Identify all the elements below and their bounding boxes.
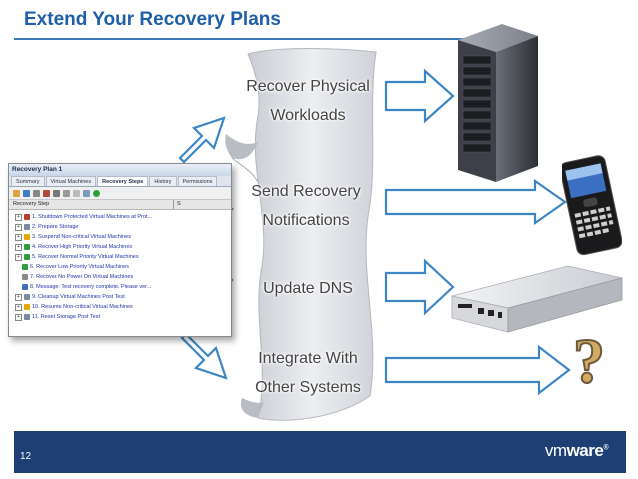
- expand-toggle-icon[interactable]: +: [15, 213, 22, 221]
- expand-toggle-icon[interactable]: +: [15, 223, 22, 231]
- outgoing-arrow-other-systems: [384, 344, 571, 396]
- title-rule: [14, 38, 474, 40]
- blackberry-phone-icon: [562, 155, 622, 256]
- step-label: 3. Suspend Non-critical Virtual Machines: [32, 234, 131, 240]
- step-row[interactable]: 7. Recover No Power On Virtual Machines: [9, 272, 231, 282]
- step-label: 5. Recover Normal Priority Virtual Machi…: [32, 254, 139, 260]
- expand-toggle-icon[interactable]: +: [15, 303, 22, 311]
- step-icon: [22, 264, 28, 270]
- expand-toggle-icon[interactable]: [15, 275, 20, 280]
- page-number: 12: [20, 451, 32, 462]
- step-row[interactable]: 8. Message: Test recovery complete. Plea…: [9, 282, 231, 292]
- scroll-icon: [225, 48, 377, 421]
- step-row[interactable]: +9. Cleanup Virtual Machines Post Test: [9, 292, 231, 302]
- step-label: 10. Resume Non-critical Virtual Machines: [32, 304, 133, 310]
- outgoing-arrow-server: [384, 68, 455, 124]
- step-row[interactable]: +5. Recover Normal Priority Virtual Mach…: [9, 252, 231, 262]
- reprotect-icon[interactable]: [53, 189, 60, 197]
- label-send-line2: Notifications: [262, 212, 350, 229]
- step-row[interactable]: +3. Suspend Non-critical Virtual Machine…: [9, 232, 231, 242]
- column-header-status: S: [177, 201, 181, 207]
- label-integrate-line2: Other Systems: [255, 379, 361, 396]
- cleanup-icon[interactable]: [33, 189, 40, 197]
- step-label: 11. Reset Storage Post Test: [32, 314, 100, 320]
- edit-icon[interactable]: [13, 189, 20, 197]
- outgoing-arrow-appliance: [384, 258, 455, 316]
- export-icon[interactable]: [83, 189, 90, 197]
- step-icon: [24, 314, 30, 320]
- step-icon: [22, 274, 28, 280]
- logo-vm: vm: [544, 441, 567, 460]
- label-send-line1: Send Recovery: [251, 183, 361, 200]
- tab-history[interactable]: History: [149, 176, 177, 186]
- step-label: 8. Message: Test recovery complete. Plea…: [30, 284, 152, 290]
- step-icon: [24, 294, 30, 300]
- step-label: 1. Shutdown Protected Virtual Machines a…: [32, 214, 153, 220]
- step-label: 6. Recover Low Priority Virtual Machines: [30, 264, 129, 270]
- column-separator: [173, 200, 174, 209]
- step-icon: [24, 224, 30, 230]
- step-row[interactable]: +4. Recover High Priority Virtual Machin…: [9, 242, 231, 252]
- label-update-dns: Update DNS: [263, 280, 353, 297]
- recovery-plan-window: Recovery Plan 1 Summary Virtual Machines…: [8, 163, 232, 337]
- label-recover-line1: Recover Physical: [246, 78, 370, 95]
- expand-toggle-icon[interactable]: +: [15, 313, 22, 321]
- expand-toggle-icon[interactable]: +: [15, 243, 22, 251]
- incoming-arrow-down: [180, 332, 228, 380]
- tab-permissions[interactable]: Permissions: [177, 176, 218, 186]
- test-icon[interactable]: [23, 189, 30, 197]
- label-recover-line2: Workloads: [270, 107, 346, 124]
- slide-title: Extend Your Recovery Plans: [24, 9, 281, 30]
- label-recover-physical-workloads: Recover Physical Workloads: [228, 74, 388, 129]
- column-header[interactable]: Recovery Step S: [9, 200, 231, 210]
- window-title: Recovery Plan 1: [9, 164, 231, 176]
- tab-summary[interactable]: Summary: [11, 176, 45, 186]
- recovery-steps-list: +1. Shutdown Protected Virtual Machines …: [9, 210, 231, 336]
- expand-toggle-icon[interactable]: [15, 285, 20, 290]
- step-icon: [24, 304, 30, 310]
- recovery-icon[interactable]: [43, 189, 50, 197]
- step-icon: [24, 214, 30, 220]
- logo-ware: ware: [566, 441, 604, 460]
- tab-bar: Summary Virtual Machines Recovery Steps …: [9, 176, 231, 187]
- step-icon: [22, 284, 28, 290]
- cancel-icon[interactable]: [63, 189, 70, 197]
- pause-icon[interactable]: [73, 189, 80, 197]
- question-mark-icon: ?: [572, 325, 606, 397]
- expand-toggle-icon[interactable]: [15, 265, 20, 270]
- step-row[interactable]: +1. Shutdown Protected Virtual Machines …: [9, 212, 231, 222]
- label-integrate-other-systems: Integrate With Other Systems: [228, 346, 388, 401]
- footer-bar: [14, 431, 626, 473]
- expand-toggle-icon[interactable]: +: [15, 253, 22, 261]
- run-icon[interactable]: [93, 189, 100, 197]
- label-send-recovery-notifications: Send Recovery Notifications: [226, 179, 386, 234]
- step-icon: [24, 254, 30, 260]
- column-header-recovery-step: Recovery Step: [13, 201, 50, 207]
- tab-virtual-machines[interactable]: Virtual Machines: [45, 176, 97, 186]
- incoming-arrow-up: [178, 116, 226, 164]
- expand-toggle-icon[interactable]: +: [15, 233, 22, 241]
- step-label: 2. Prepare Storage: [32, 224, 79, 230]
- tab-recovery-steps[interactable]: Recovery Steps: [97, 176, 149, 186]
- step-label: 9. Cleanup Virtual Machines Post Test: [32, 294, 125, 300]
- step-label: 7. Recover No Power On Virtual Machines: [30, 274, 134, 280]
- step-icon: [24, 244, 30, 250]
- logo-reg: ®: [603, 444, 608, 452]
- step-icon: [24, 234, 30, 240]
- step-label: 4. Recover High Priority Virtual Machine…: [32, 244, 133, 250]
- label-integrate-line1: Integrate With: [258, 350, 358, 367]
- vmware-logo: vmware®: [544, 441, 609, 461]
- step-row[interactable]: +2. Prepare Storage: [9, 222, 231, 232]
- step-row[interactable]: +11. Reset Storage Post Test: [9, 312, 231, 322]
- expand-toggle-icon[interactable]: +: [15, 293, 22, 301]
- step-row[interactable]: +10. Resume Non-critical Virtual Machine…: [9, 302, 231, 312]
- server-rack-icon: [458, 24, 538, 182]
- rack-server-appliance-icon: [451, 265, 623, 333]
- outgoing-arrow-phone: [384, 178, 567, 226]
- step-row[interactable]: 6. Recover Low Priority Virtual Machines: [9, 262, 231, 272]
- toolbar: [9, 187, 231, 200]
